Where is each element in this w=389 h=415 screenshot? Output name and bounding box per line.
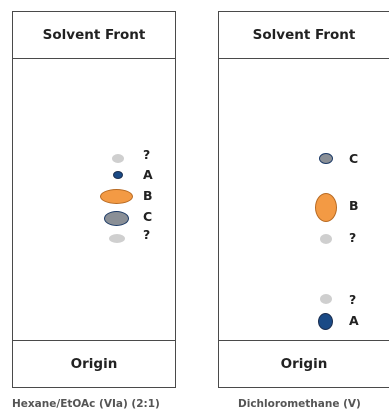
spot-c bbox=[104, 211, 129, 226]
origin-line: Origin bbox=[219, 340, 389, 387]
spot-label: A bbox=[143, 167, 153, 182]
spot-label: B bbox=[143, 188, 153, 203]
spot-unknown bbox=[320, 294, 332, 304]
tlc-plate-dichloromethane: Solvent Front C B ? ? A Origin bbox=[218, 11, 389, 388]
spot-label: ? bbox=[143, 227, 151, 242]
spot-c bbox=[319, 153, 333, 164]
spot-label: A bbox=[349, 313, 359, 328]
spot-label: C bbox=[349, 151, 359, 166]
plate-caption: Hexane/EtOAc (VIa) (2:1) bbox=[12, 398, 160, 410]
spot-label: ? bbox=[349, 292, 357, 307]
spot-a bbox=[318, 313, 333, 330]
spot-unknown-bottom bbox=[109, 234, 125, 243]
solvent-front: Solvent Front bbox=[219, 12, 389, 59]
spot-label: C bbox=[143, 209, 153, 224]
spot-b bbox=[100, 189, 133, 204]
spot-label: B bbox=[349, 198, 359, 213]
spot-label: ? bbox=[349, 230, 357, 245]
tlc-plate-hexane-etoac: Solvent Front ? A B C ? Origin bbox=[12, 11, 176, 388]
plate-caption: Dichloromethane (V) bbox=[238, 398, 361, 410]
spot-b bbox=[315, 193, 337, 222]
spot-unknown-top bbox=[112, 154, 124, 163]
origin-line: Origin bbox=[13, 340, 175, 387]
spot-label: ? bbox=[143, 147, 151, 162]
spot-unknown bbox=[320, 234, 332, 244]
solvent-front: Solvent Front bbox=[13, 12, 175, 59]
spot-a bbox=[113, 171, 123, 179]
